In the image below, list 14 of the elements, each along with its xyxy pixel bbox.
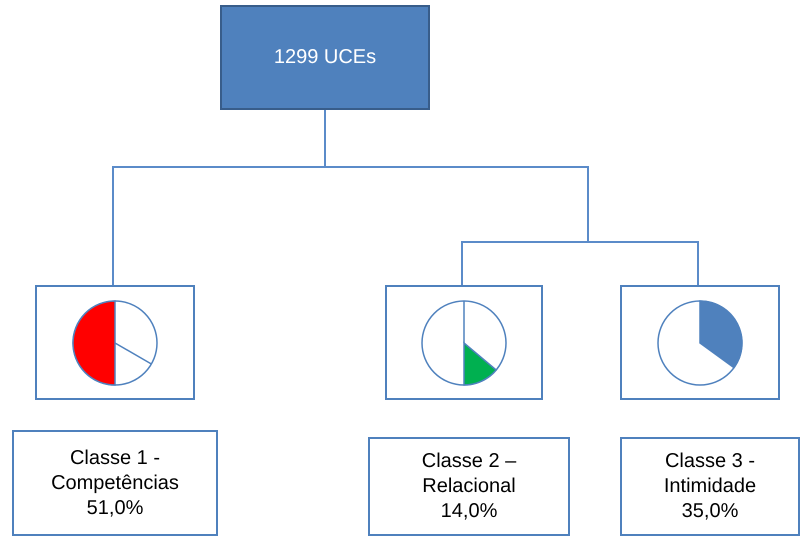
- class-name: Classe 1 - Competências: [50, 446, 180, 496]
- pie-box: [35, 285, 195, 400]
- pie-box: [620, 285, 780, 400]
- class-name: Classe 3 - Intimidade: [662, 449, 758, 499]
- class-label-box: [368, 437, 570, 536]
- root-box: [220, 5, 430, 110]
- class-name: Classe 2 – Relacional: [420, 449, 518, 499]
- root-label: 1299 UCEs: [274, 45, 376, 70]
- percentage-text: 14,0%: [440, 499, 498, 524]
- class-label-box: [620, 437, 800, 536]
- percentage-text: 51,0%: [86, 496, 144, 520]
- percentage-text: 35,0%: [682, 499, 738, 524]
- class-label-box: [12, 430, 218, 536]
- pie-box: [385, 285, 543, 400]
